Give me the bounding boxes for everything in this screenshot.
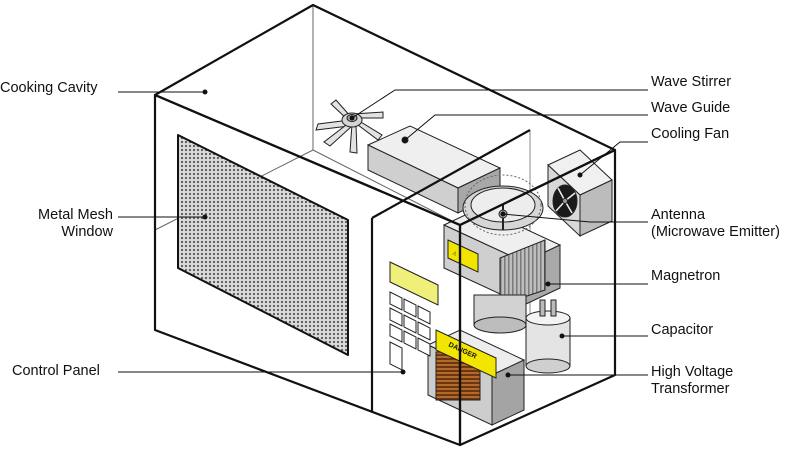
label-antenna-line2: (Microwave Emitter)	[651, 224, 780, 240]
label-antenna-line1: Antenna	[651, 207, 706, 223]
label-capacitor: Capacitor	[651, 322, 714, 338]
wave-stirrer	[315, 99, 384, 154]
label-high-voltage-transformer-line1: High Voltage	[651, 364, 734, 380]
label-control-panel: Control Panel	[12, 363, 100, 379]
high-voltage-transformer: DANGER	[426, 329, 526, 426]
leader-dots	[202, 89, 583, 378]
label-high-voltage-transformer: High Voltage Transformer	[651, 364, 733, 398]
capacitor	[525, 299, 571, 374]
label-antenna: Antenna (Microwave Emitter)	[651, 207, 780, 241]
label-metal-mesh-window-line2: Window	[61, 224, 113, 240]
label-cooking-cavity: Cooking Cavity	[0, 80, 98, 96]
metal-mesh-window	[177, 134, 349, 356]
label-high-voltage-transformer-line2: Transformer	[651, 381, 730, 397]
label-metal-mesh-window: Metal Mesh Window	[0, 207, 113, 241]
label-magnetron: Magnetron	[651, 268, 721, 284]
label-wave-guide: Wave Guide	[651, 100, 731, 116]
label-cooling-fan: Cooling Fan	[651, 126, 730, 142]
label-metal-mesh-window-line1: Metal Mesh	[38, 207, 113, 223]
control-panel	[389, 261, 439, 371]
svg-text:⚠: ⚠	[451, 250, 458, 258]
magnetron: ⚠	[442, 207, 562, 334]
leader-lines	[118, 89, 648, 376]
cooling-fan	[547, 149, 613, 238]
label-wave-stirrer: Wave Stirrer	[651, 74, 732, 90]
